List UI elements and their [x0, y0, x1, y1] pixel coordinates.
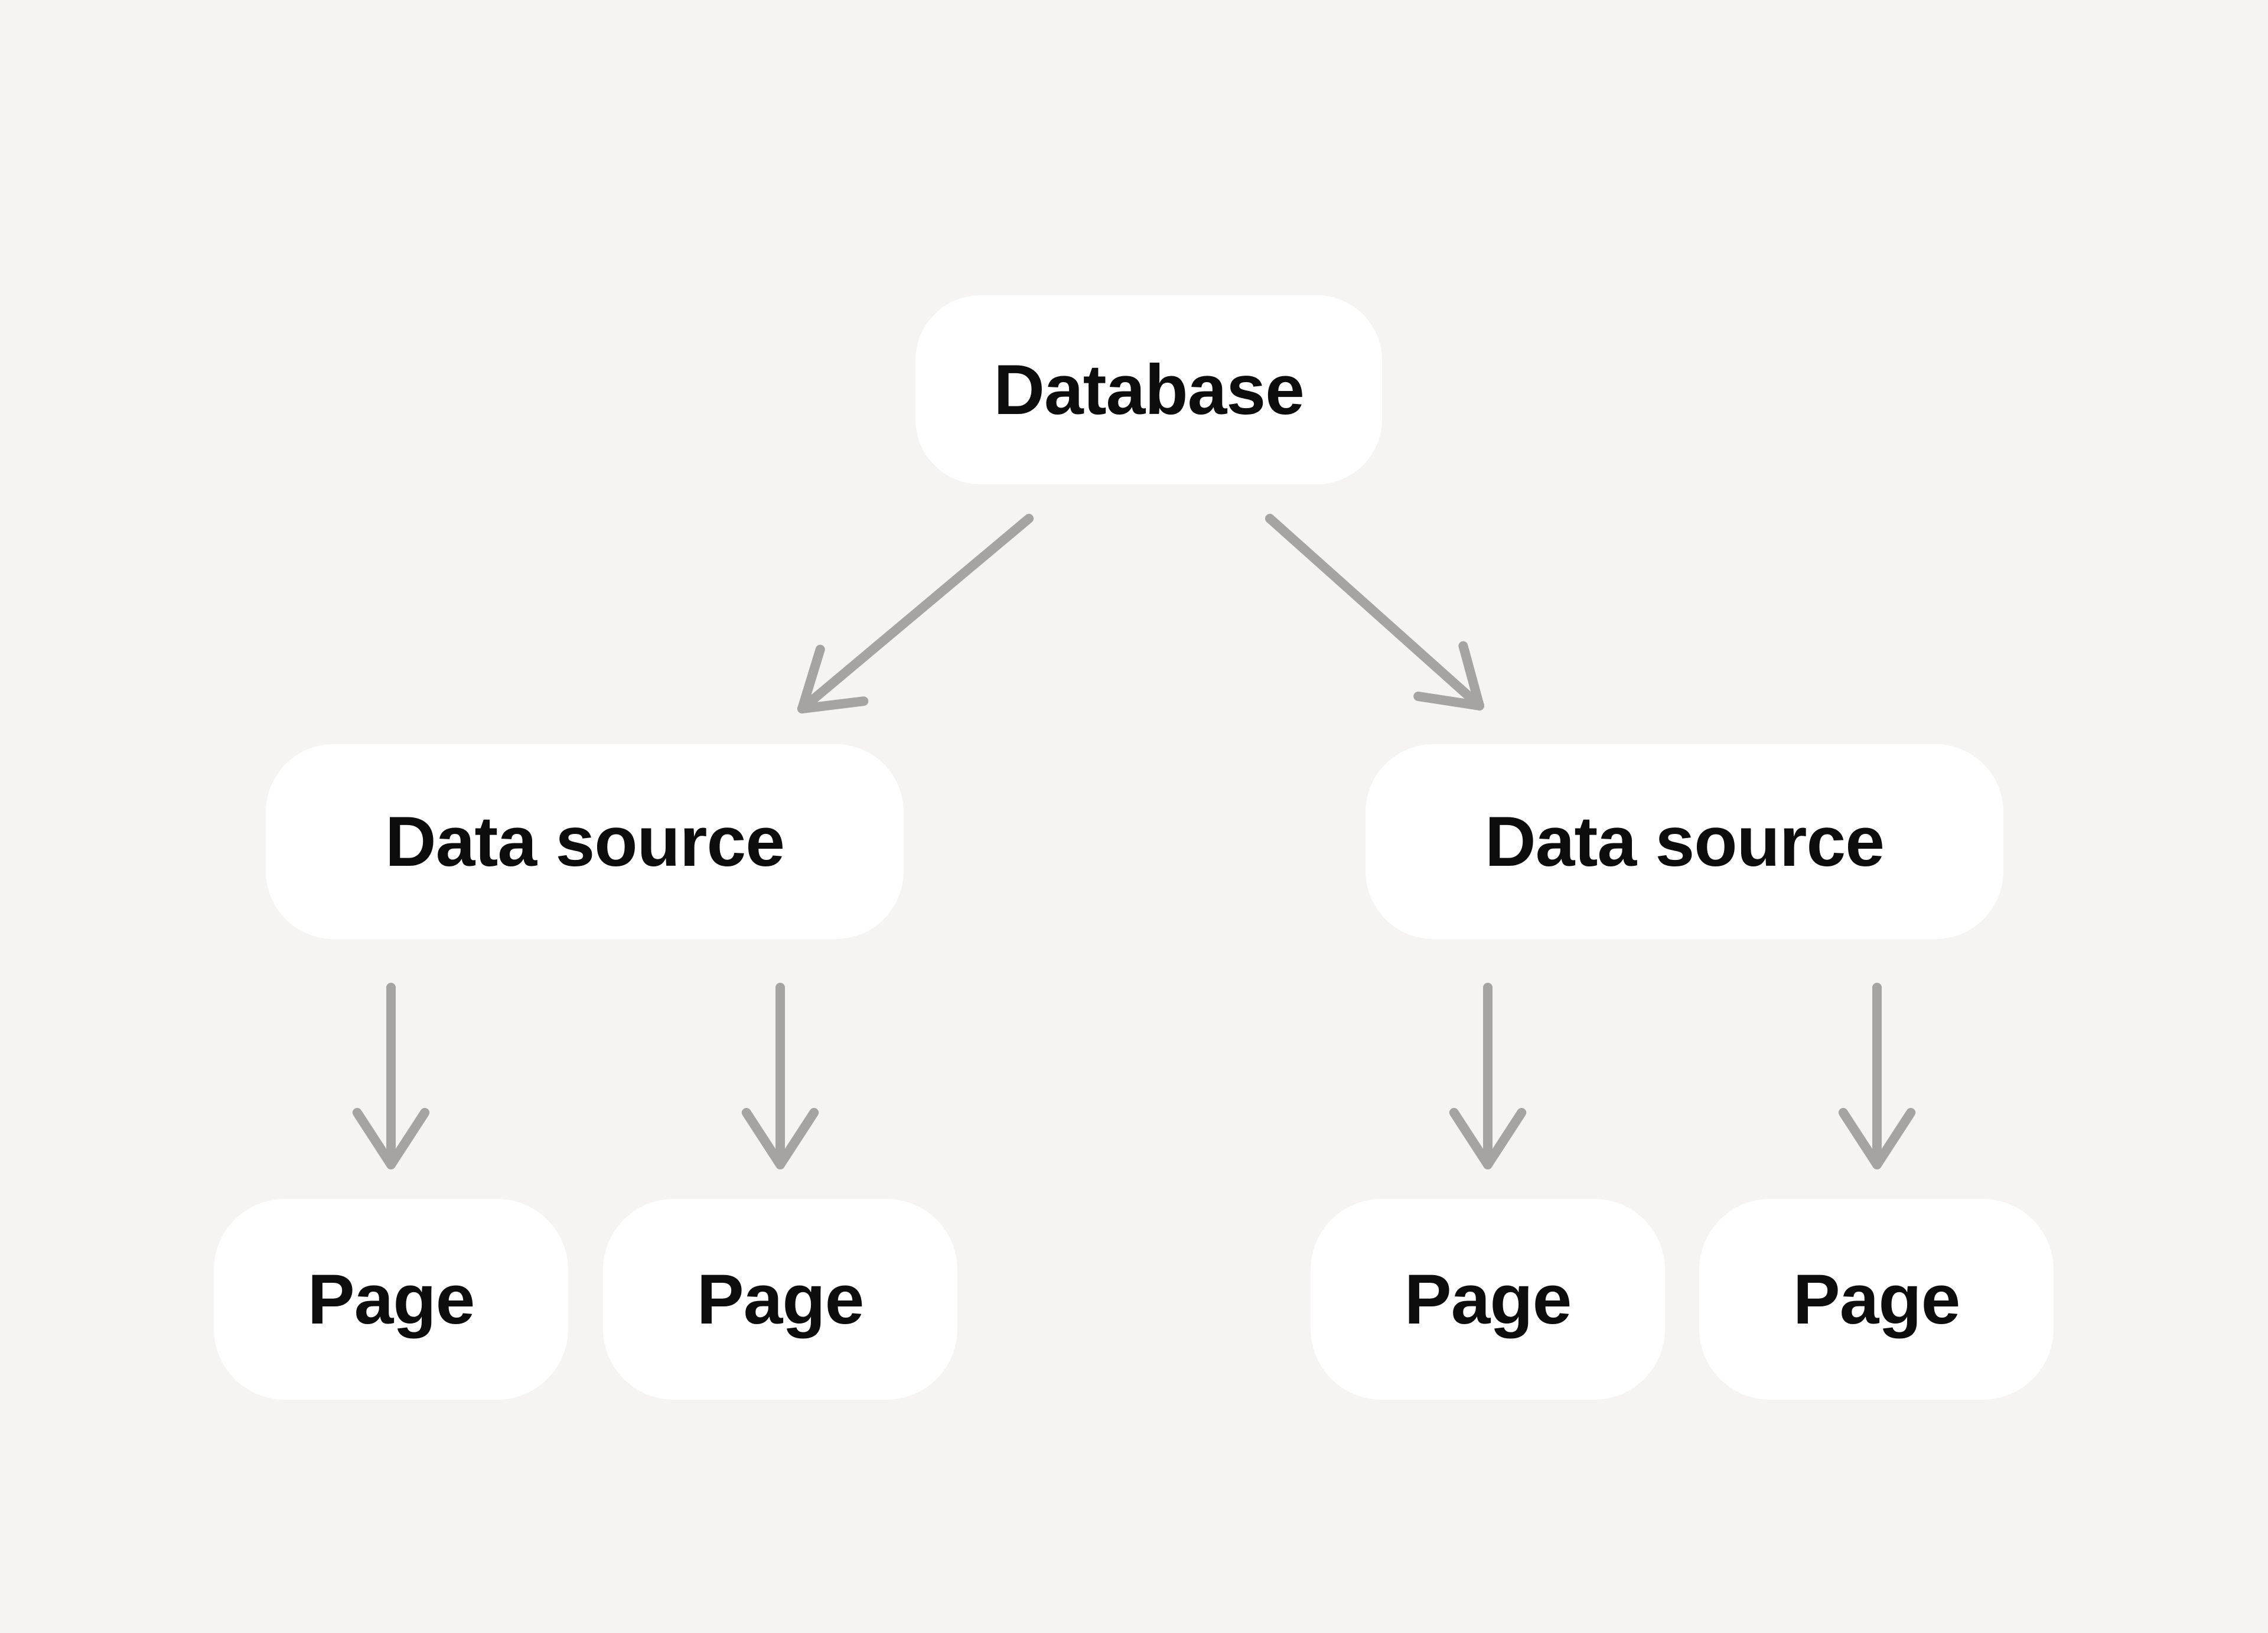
database-label: Database [993, 350, 1305, 429]
datasource-left-to-page-1-arrow [352, 983, 430, 1169]
database-to-datasource-right-arrow [1265, 514, 1484, 710]
page-1-label: Page [307, 1260, 475, 1339]
datasource-left-node: Data source [266, 744, 904, 939]
database-to-datasource-left-arrow [797, 514, 1034, 713]
datasource-right-to-page-3-arrow [1449, 983, 1527, 1169]
page-3-label: Page [1404, 1260, 1572, 1339]
page-4-node: Page [1699, 1199, 2054, 1400]
datasource-left-label: Data source [385, 802, 785, 881]
database-node: Database [915, 295, 1382, 484]
datasource-left-to-page-2-arrow [741, 983, 819, 1169]
page-3-node: Page [1311, 1199, 1665, 1400]
datasource-right-node: Data source [1366, 744, 2003, 939]
page-2-node: Page [603, 1199, 957, 1400]
page-1-node: Page [214, 1199, 568, 1400]
page-2-label: Page [696, 1260, 865, 1339]
page-4-label: Page [1793, 1260, 1961, 1339]
datasource-right-label: Data source [1485, 802, 1885, 881]
datasource-right-to-page-4-arrow [1838, 983, 1916, 1169]
